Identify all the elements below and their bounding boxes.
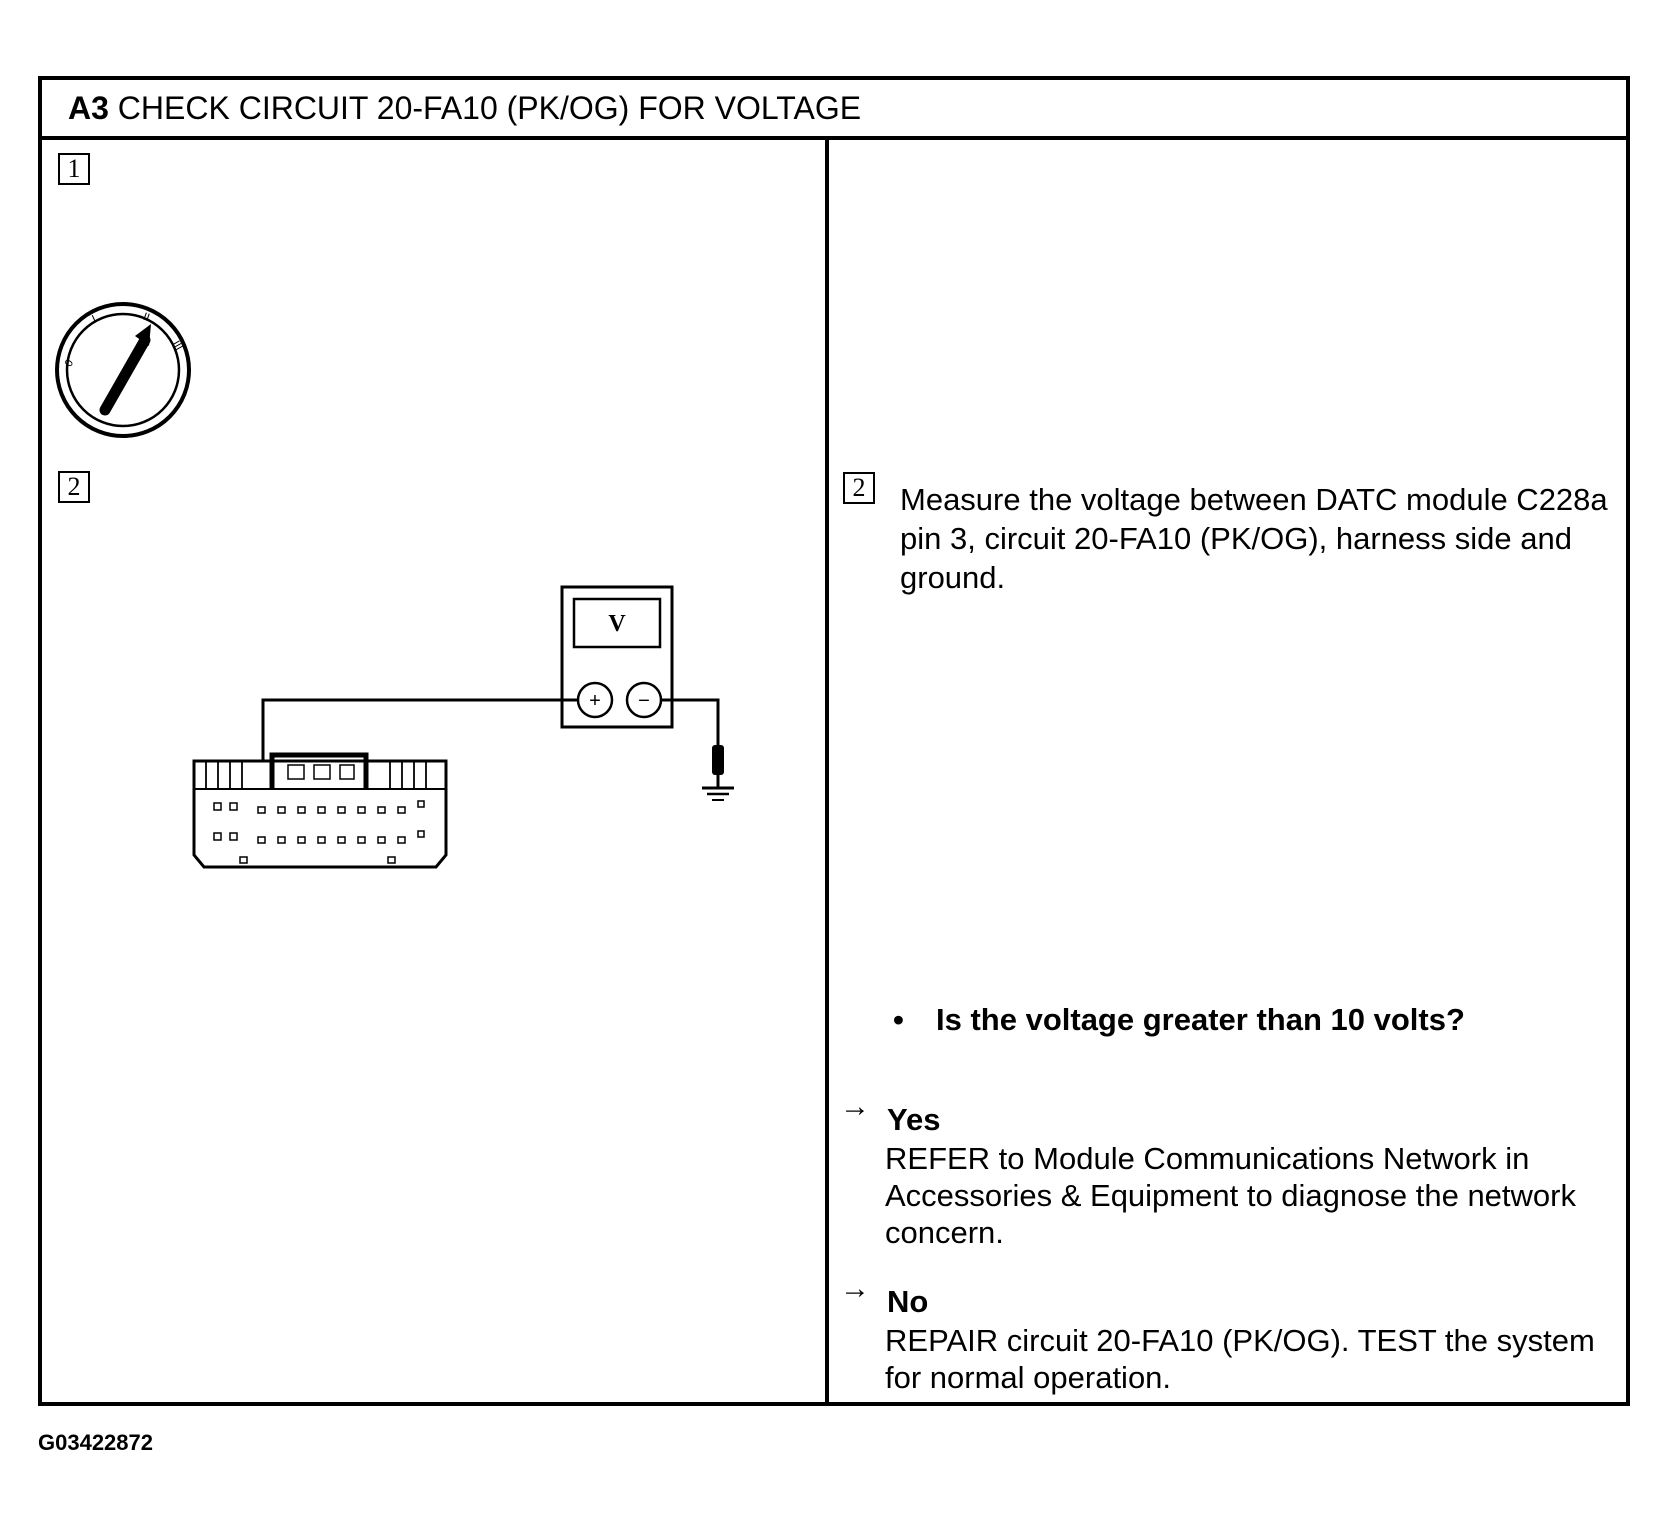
figure-id: G03422872 — [38, 1430, 153, 1455]
question-bullet: • — [893, 1002, 904, 1037]
no-action-text: REPAIR circuit 20-FA10 (PK/OG). TEST the… — [885, 1323, 1595, 1395]
step-2-marker: 2 — [58, 471, 90, 503]
ignition-switch-diagram: 0 I II III — [55, 302, 191, 438]
column-divider — [825, 140, 829, 1402]
measure-instruction: Measure the voltage between DATC module … — [900, 482, 1608, 595]
voltage-question: Is the voltage greater than 10 volts? — [936, 1002, 1465, 1037]
step-title: A3 CHECK CIRCUIT 20-FA10 (PK/OG) FOR VOL… — [68, 90, 861, 127]
procedure-table: A3 CHECK CIRCUIT 20-FA10 (PK/OG) FOR VOL… — [38, 76, 1630, 1406]
meter-plus-terminal: + — [589, 690, 601, 712]
switch-label-1: I — [90, 313, 98, 325]
no-arrow-icon: → — [840, 1272, 870, 1305]
voltmeter-connector-diagram: V + − — [192, 585, 734, 869]
yes-action-text: REFER to Module Communications Network i… — [885, 1141, 1576, 1250]
step-code: A3 — [68, 90, 109, 126]
no-label: No — [887, 1284, 929, 1319]
meter-display-label: V — [608, 611, 626, 637]
switch-label-2: II — [141, 311, 151, 324]
step-title-text: CHECK CIRCUIT 20-FA10 (PK/OG) FOR VOLTAG… — [117, 90, 862, 126]
switch-label-0: 0 — [63, 358, 76, 369]
step-1-marker: 1 — [58, 153, 90, 185]
yes-label: Yes — [887, 1102, 941, 1137]
step-header: A3 CHECK CIRCUIT 20-FA10 (PK/OG) FOR VOL… — [42, 80, 1626, 140]
meter-minus-terminal: − — [638, 690, 650, 712]
step-2-instruction-marker: 2 — [843, 472, 875, 504]
yes-arrow-icon: → — [840, 1090, 870, 1123]
